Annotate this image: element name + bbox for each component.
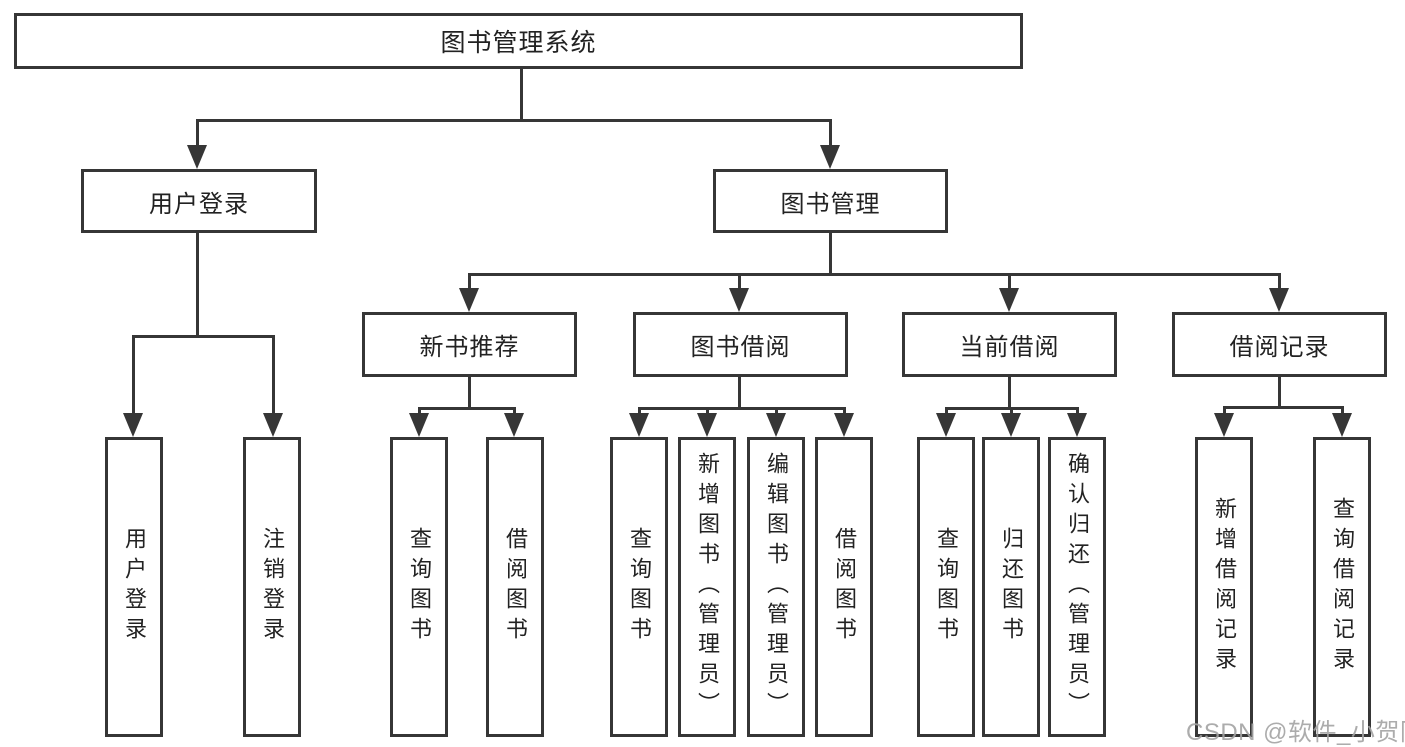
connector-level3-stem bbox=[1008, 273, 1011, 291]
arrow-down-icon bbox=[697, 413, 717, 437]
connector-level3-stem bbox=[738, 273, 741, 291]
arrow-down-icon bbox=[936, 413, 956, 437]
leaf-edit-book-admin-label: 编辑图书（管理员） bbox=[764, 452, 789, 722]
arrow-down-icon bbox=[409, 413, 429, 437]
connector-current-trunk bbox=[1008, 377, 1011, 409]
leaf-user-login: 用户登录 bbox=[105, 437, 163, 737]
arrow-down-icon bbox=[1001, 413, 1021, 437]
leaf-add-borrow-record: 新增借阅记录 bbox=[1195, 437, 1253, 737]
node-root-label: 图书管理系统 bbox=[440, 29, 597, 57]
arrow-down-icon bbox=[1067, 413, 1087, 437]
leaf-query-books-current-label: 查询图书 bbox=[934, 527, 959, 647]
arrow-down-icon bbox=[820, 145, 840, 169]
connector-leaf-stem bbox=[1223, 406, 1226, 417]
connector-leaf-stem bbox=[418, 407, 421, 417]
connector-leaf-stem bbox=[775, 407, 778, 417]
connector-leaf-stem bbox=[1076, 407, 1079, 417]
leaf-user-login-label: 用户登录 bbox=[122, 527, 147, 647]
arrow-down-icon bbox=[123, 413, 143, 437]
leaf-confirm-return-admin-label: 确认归还（管理员） bbox=[1065, 452, 1090, 722]
arrow-down-icon bbox=[834, 413, 854, 437]
connector-book-management-trunk bbox=[829, 233, 832, 275]
connector-borrow-trunk bbox=[738, 377, 741, 409]
node-user-login: 用户登录 bbox=[81, 169, 317, 233]
leaf-logout: 注销登录 bbox=[243, 437, 301, 737]
arrow-down-icon bbox=[729, 288, 749, 312]
arrow-down-icon bbox=[1332, 413, 1352, 437]
connector-leaf-stem bbox=[272, 335, 275, 415]
connector-leaf-stem bbox=[843, 407, 846, 417]
connector-leaf-stem bbox=[513, 407, 516, 417]
node-new-book-recommend-label: 新书推荐 bbox=[419, 334, 520, 361]
connector-user-login-stem bbox=[196, 119, 199, 147]
leaf-return-book-label: 归还图书 bbox=[999, 527, 1024, 647]
node-current-borrow-label: 当前借阅 bbox=[959, 334, 1060, 361]
arrow-down-icon bbox=[629, 413, 649, 437]
connector-user-login-trunk bbox=[196, 233, 199, 337]
watermark-text: CSDN @软件_小贺同学 bbox=[1186, 719, 1405, 746]
leaf-query-books-borrow-label: 查询图书 bbox=[627, 527, 652, 647]
leaf-borrow-books-recommend-label: 借阅图书 bbox=[503, 527, 528, 647]
arrow-down-icon bbox=[766, 413, 786, 437]
leaf-add-book-admin: 新增图书（管理员） bbox=[678, 437, 736, 737]
connector-level3-stem bbox=[468, 273, 471, 291]
connector-leaf-stem bbox=[706, 407, 709, 417]
node-root: 图书管理系统 bbox=[14, 13, 1023, 69]
connector-root-stem bbox=[520, 69, 523, 121]
connector-recommend-trunk bbox=[468, 377, 471, 409]
leaf-borrow-books-borrow-label: 借阅图书 bbox=[832, 527, 857, 647]
arrow-down-icon bbox=[1214, 413, 1234, 437]
connector-leaf-stem bbox=[638, 407, 641, 417]
connector-book-management-stem bbox=[829, 119, 832, 147]
leaf-query-books-current: 查询图书 bbox=[917, 437, 975, 737]
node-user-login-label: 用户登录 bbox=[149, 190, 249, 218]
connector-recommend-hline bbox=[418, 407, 516, 410]
leaf-query-books-recommend-label: 查询图书 bbox=[407, 527, 432, 647]
leaf-query-books-recommend: 查询图书 bbox=[390, 437, 448, 737]
connector-leaf-stem bbox=[1010, 407, 1013, 417]
leaf-query-borrow-record-label: 查询借阅记录 bbox=[1330, 497, 1355, 677]
node-book-borrow: 图书借阅 bbox=[633, 312, 848, 377]
arrow-down-icon bbox=[263, 413, 283, 437]
leaf-add-book-admin-label: 新增图书（管理员） bbox=[695, 452, 720, 722]
arrow-down-icon bbox=[187, 145, 207, 169]
node-borrow-records: 借阅记录 bbox=[1172, 312, 1387, 377]
leaf-borrow-books-recommend: 借阅图书 bbox=[486, 437, 544, 737]
connector-user-login-hline bbox=[132, 335, 275, 338]
connector-leaf-stem bbox=[945, 407, 948, 417]
node-new-book-recommend: 新书推荐 bbox=[362, 312, 577, 377]
node-book-management-label: 图书管理 bbox=[780, 190, 881, 218]
node-book-borrow-label: 图书借阅 bbox=[690, 334, 791, 361]
node-current-borrow: 当前借阅 bbox=[902, 312, 1117, 377]
connector-level3-stem bbox=[1278, 273, 1281, 291]
connector-records-hline bbox=[1223, 406, 1343, 409]
connector-records-trunk bbox=[1278, 377, 1281, 409]
leaf-edit-book-admin: 编辑图书（管理员） bbox=[747, 437, 805, 737]
node-book-management: 图书管理 bbox=[713, 169, 948, 233]
connector-leaf-stem bbox=[132, 335, 135, 415]
leaf-confirm-return-admin: 确认归还（管理员） bbox=[1048, 437, 1106, 737]
arrow-down-icon bbox=[1269, 288, 1289, 312]
connector-level2-hline bbox=[196, 119, 832, 122]
arrow-down-icon bbox=[459, 288, 479, 312]
arrow-down-icon bbox=[504, 413, 524, 437]
leaf-query-borrow-record: 查询借阅记录 bbox=[1313, 437, 1371, 737]
arrow-down-icon bbox=[999, 288, 1019, 312]
leaf-query-books-borrow: 查询图书 bbox=[610, 437, 668, 737]
connector-level3-hline bbox=[468, 273, 1281, 276]
connector-leaf-stem bbox=[1341, 406, 1344, 417]
leaf-logout-label: 注销登录 bbox=[260, 527, 285, 647]
leaf-borrow-books-borrow: 借阅图书 bbox=[815, 437, 873, 737]
leaf-return-book: 归还图书 bbox=[982, 437, 1040, 737]
node-borrow-records-label: 借阅记录 bbox=[1229, 334, 1330, 361]
leaf-add-borrow-record-label: 新增借阅记录 bbox=[1212, 497, 1237, 677]
connector-borrow-hline bbox=[638, 407, 845, 410]
